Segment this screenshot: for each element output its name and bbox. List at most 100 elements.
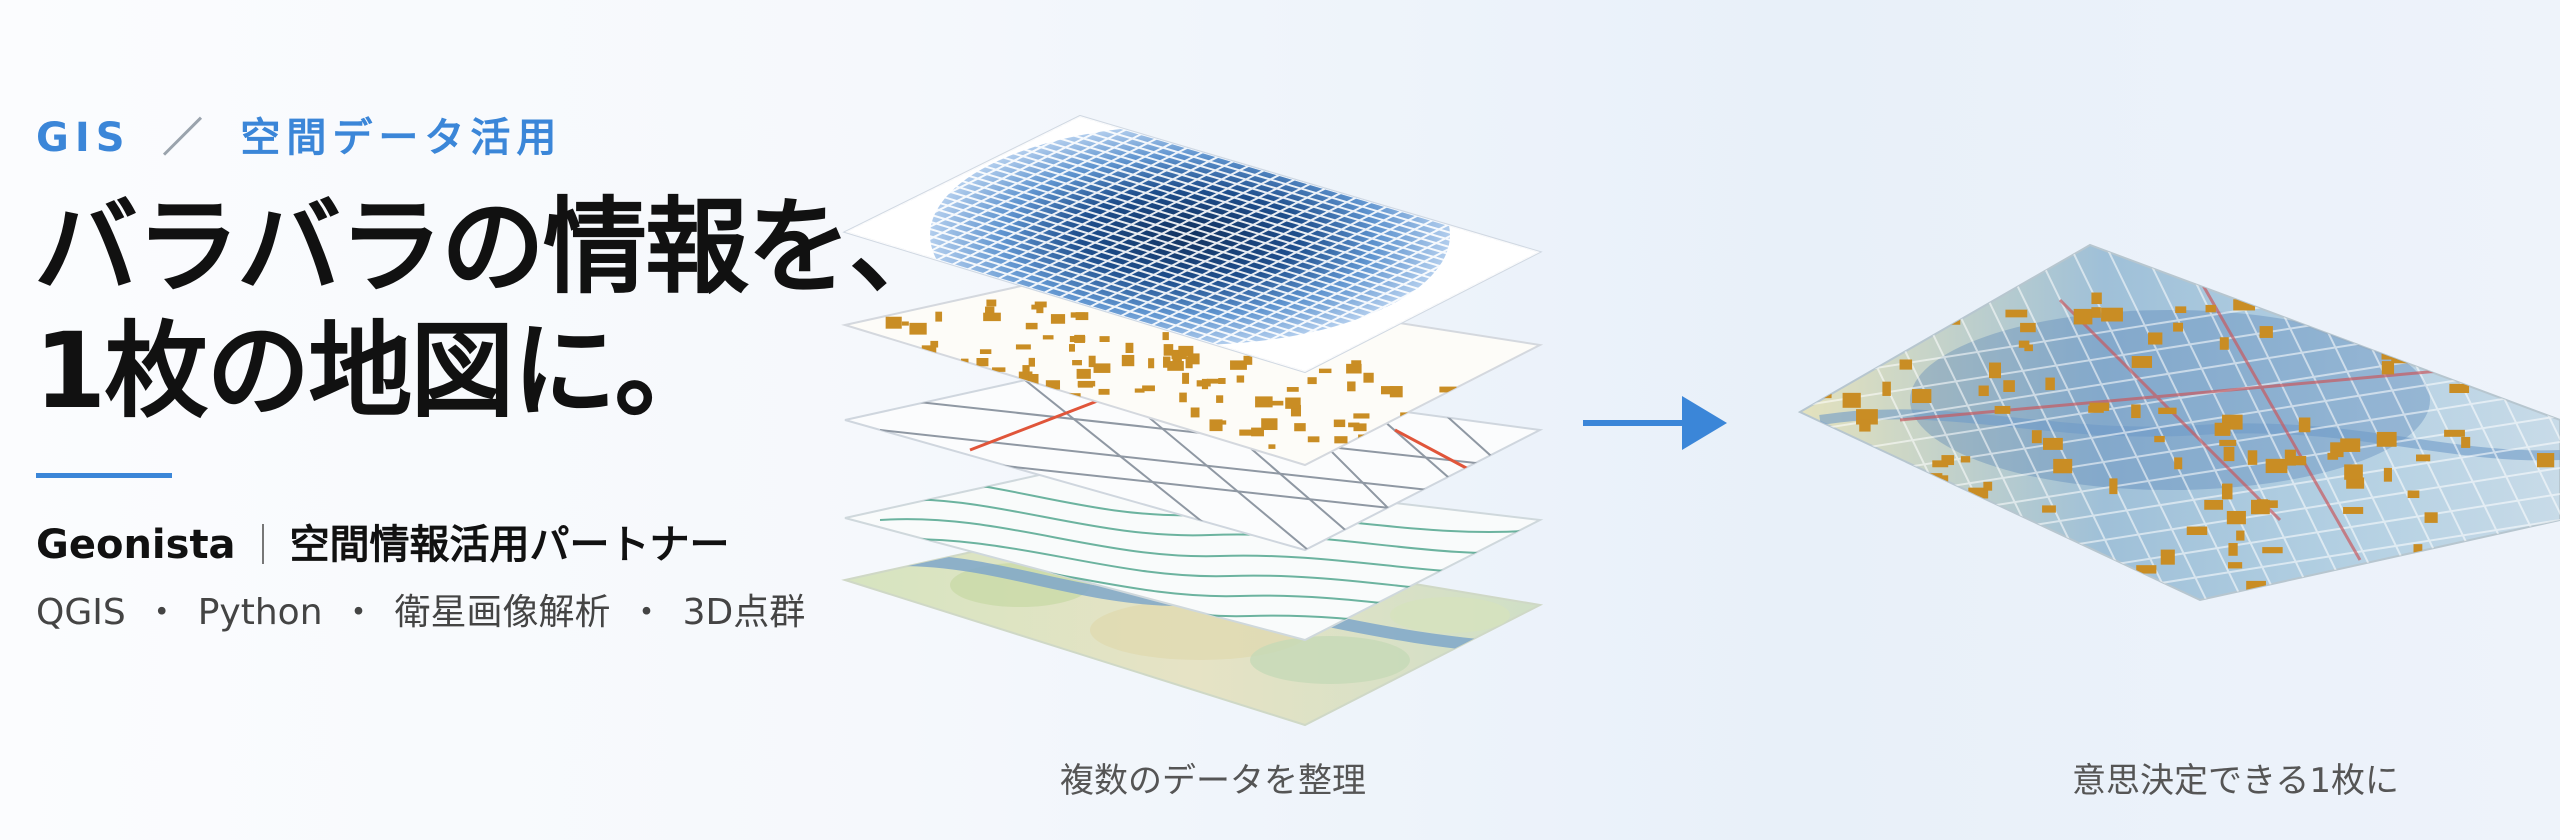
building-footprint [1201,378,1209,390]
brand-name: Geonista [36,522,236,568]
heatmap-gridline [967,151,1204,271]
tech-list: QGIS・Python・衛星画像解析・3D点群 [36,583,805,635]
tech-item: QGIS [36,592,126,633]
building-footprint [2219,439,2237,446]
building-footprint [1268,444,1276,449]
tech-separator: ・ [628,592,665,633]
tech-item: Python [197,592,323,633]
building-footprint [1290,404,1302,417]
building-footprint [2218,596,2235,600]
building-footprint [979,349,992,354]
building-footprint [2005,309,2028,318]
caption-left: 複数のデータを整理 [1060,761,1366,801]
building-footprint [1987,600,2009,610]
headline: バラバラの情報を、 1枚の地図に。 [34,185,953,433]
building-footprint [2413,544,2423,559]
heatmap-gridline [859,119,1096,238]
building-footprint [1363,372,1374,383]
building-footprint [2073,308,2093,325]
building-footprint [1881,503,1903,515]
building-footprint [1820,441,1831,456]
building-footprint [2407,490,2420,499]
building-footprint [2023,584,2035,597]
heatmap-gridline [1074,183,1311,303]
building-footprint [1489,411,1501,424]
building-footprint [2228,543,2238,556]
result-gridline [1800,597,2560,600]
building-footprint [2416,454,2431,462]
building-footprint [1983,481,1993,491]
building-footprint [2357,578,2368,594]
result-gridline [1800,363,2560,485]
result-gridline [2107,249,2289,600]
heatmap-gridline [1258,237,1495,359]
building-footprint [2226,510,2246,525]
building-footprint [1912,389,1932,404]
result-gridline [1963,249,2145,600]
building-footprint [1978,385,1989,397]
building-footprint [1026,373,1039,386]
heatmap-gridline [875,124,1112,243]
building-footprint [2031,430,2042,444]
building-footprint [2091,292,2102,305]
building-footprint [2449,383,2470,394]
caption-right: 意思決定できる1枚に [2072,761,2399,801]
building-footprint [930,340,939,348]
building-footprint [2094,582,2116,590]
result-gridline [1800,519,2560,600]
building-footprint [1864,515,1874,527]
building-footprint [1334,436,1348,444]
building-footprint [2461,436,2471,448]
building-footprint [1318,368,1332,374]
building-footprint [1943,309,1961,325]
building-footprint [2174,457,2183,470]
building-footprint [2228,562,2243,569]
building-footprint [2343,507,2364,514]
building-footprint [1351,360,1362,367]
building-footprint [2456,578,2474,588]
building-footprint [2552,363,2560,376]
heatmap-gridline [921,137,1158,257]
kicker-slash: ／ [162,115,209,161]
building-footprint [1050,314,1066,324]
heatmap-gridline [982,155,1219,275]
building-footprint [1842,495,1855,504]
building-footprint [1093,363,1111,373]
building-footprint [2043,437,2063,450]
building-footprint [2327,452,2339,460]
building-footprint [2030,550,2043,565]
building-footprint [2382,594,2396,600]
heatmap-gridline [1105,192,1342,313]
heatmap-gridline [936,142,1173,261]
building-footprint [1286,387,1299,392]
tech-separator: ・ [143,592,180,633]
building-footprint [1963,494,1979,510]
building-footprint [2368,296,2389,308]
heatmap-gridline [1181,214,1418,336]
building-footprint [1163,356,1171,368]
building-footprint [1022,365,1030,373]
heatmap-gridline [1289,246,1526,369]
building-footprint [2042,505,2056,513]
building-footprint [1255,396,1273,408]
building-footprint [921,345,937,355]
building-footprint [1034,301,1047,308]
building-footprint [1182,372,1190,384]
building-footprint [1076,368,1091,379]
building-footprint [1347,381,1356,392]
building-footprint [1348,422,1360,428]
building-footprint [1859,419,1871,432]
heatmap-gridline [890,128,1127,247]
building-footprint [901,321,909,326]
tech-item: 衛星画像解析 [394,592,611,633]
building-footprint [2501,323,2521,330]
kicker-gis: GIS [36,115,131,161]
building-footprint [1842,392,1861,408]
right-arrow-icon [1583,396,1727,450]
building-footprint [2536,453,2555,468]
heatmap-gridline [1273,242,1510,364]
building-footprint [2154,435,2165,443]
building-footprint [2446,344,2465,359]
building-footprint [2425,286,2436,301]
